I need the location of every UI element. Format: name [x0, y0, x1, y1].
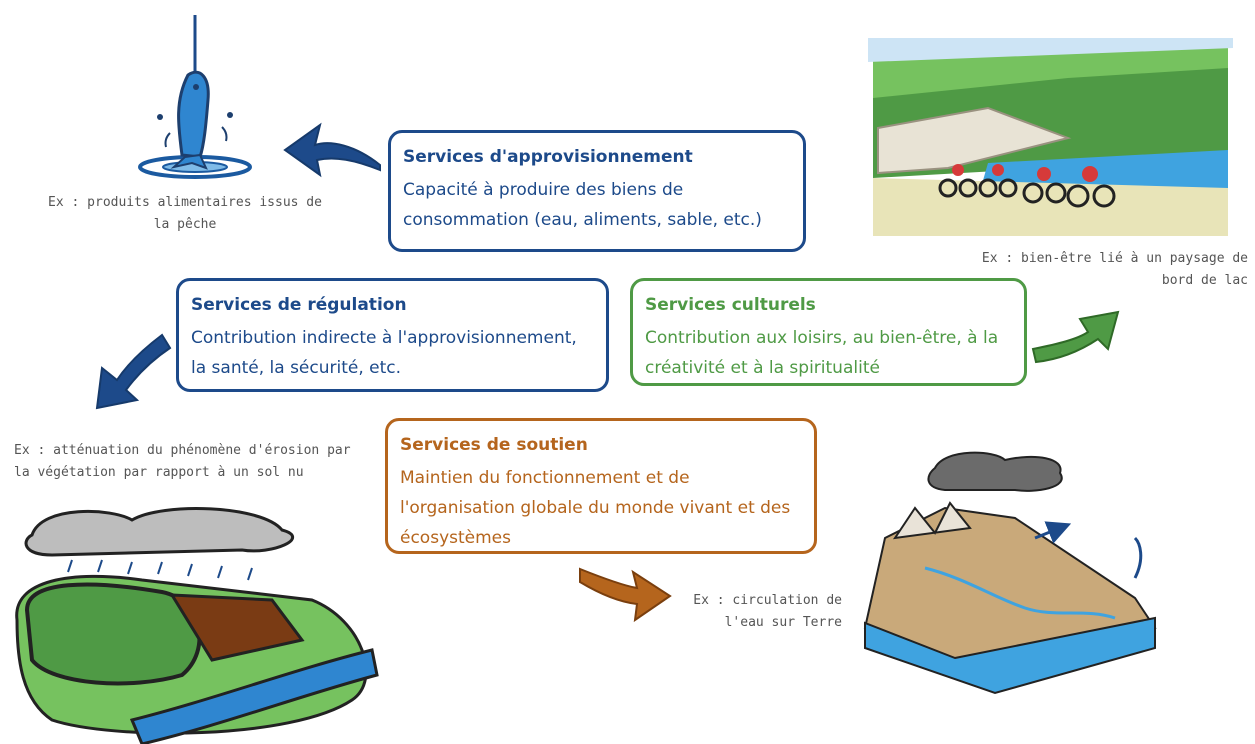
services-culturels-description: Contribution aux loisirs, au bien-être, … [645, 328, 999, 378]
arrow-to-fish-icon [283, 122, 381, 178]
arrow-to-watercycle-icon [579, 567, 672, 623]
arrow-to-erosion-icon [95, 333, 172, 410]
lake-landscape-illustration [868, 38, 1233, 236]
services-approvisionnement-description: Capacité à produire des biens de consomm… [403, 180, 762, 230]
services-culturels-box: Services culturels Contribution aux lois… [630, 278, 1027, 386]
caption-soutien: Ex : circulation de l'eau sur Terre [693, 593, 842, 630]
services-approvisionnement-title: Services d'approvisionnement [403, 147, 693, 167]
services-regulation-description: Contribution indirecte à l'approvisionne… [191, 328, 577, 378]
caption-culturels: Ex : bien-être lié à un paysage de bord … [981, 251, 1248, 288]
cyclists-icon [938, 178, 1116, 208]
caption-approvisionnement: Ex : produits alimentaires issus de la p… [48, 195, 322, 232]
services-regulation-title: Services de régulation [191, 295, 407, 315]
services-regulation-box: Services de régulation Contribution indi… [176, 278, 609, 392]
services-soutien-box: Services de soutien Maintien du fonction… [385, 418, 817, 554]
water-cycle-illustration [863, 451, 1157, 695]
erosion-illustration [15, 507, 379, 744]
fish-illustration [138, 15, 252, 179]
services-soutien-description: Maintien du fonctionnement et de l'organ… [400, 468, 791, 548]
services-culturels-title: Services culturels [645, 295, 816, 315]
services-soutien-title: Services de soutien [400, 435, 588, 455]
caption-regulation: Ex : atténuation du phénomène d'érosion … [14, 443, 351, 480]
services-approvisionnement-box: Services d'approvisionnement Capacité à … [388, 130, 806, 252]
arrow-to-lake-icon [1031, 310, 1120, 364]
